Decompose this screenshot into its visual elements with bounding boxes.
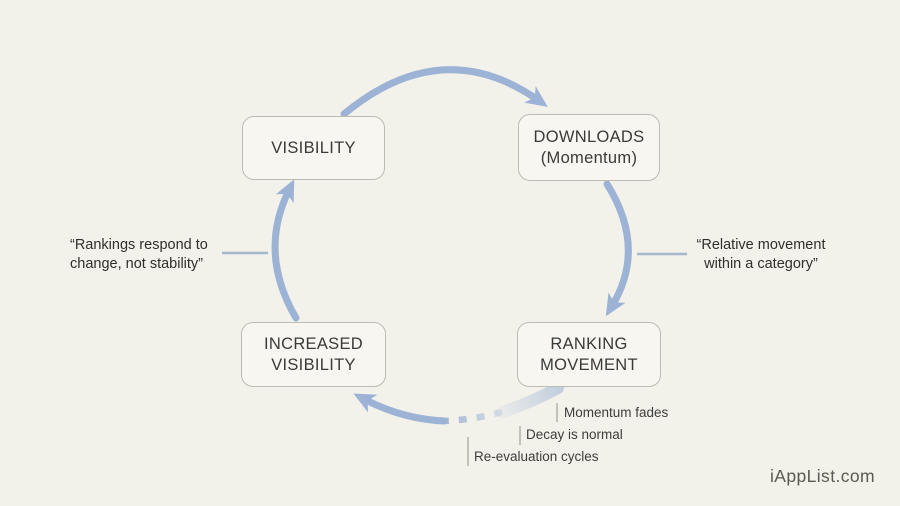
arrow-ranking-fade-segment bbox=[496, 382, 564, 418]
node-downloads: DOWNLOADS (Momentum) bbox=[518, 114, 660, 181]
arrow-increased-to-visibility bbox=[271, 179, 300, 322]
node-increased-visibility: INCREASED VISIBILITY bbox=[241, 322, 386, 387]
annotation-rankings-respond: “Rankings respond to change, not stabili… bbox=[70, 236, 208, 273]
node-visibility: VISIBILITY bbox=[242, 116, 385, 180]
watermark: iAppList.com bbox=[770, 466, 875, 486]
annotation-relative-movement: “Relative movement within a category” bbox=[690, 236, 832, 273]
note-decay-is-normal: Decay is normal bbox=[526, 427, 623, 442]
annotation-right-line2: within a category” bbox=[704, 255, 818, 272]
node-increased-label-line2: VISIBILITY bbox=[271, 355, 356, 374]
node-downloads-label-line2: (Momentum) bbox=[540, 148, 638, 167]
annotation-left-line1: “Rankings respond to bbox=[70, 237, 208, 253]
arrow-downloads-to-ranking bbox=[603, 180, 632, 317]
note-momentum-fades: Momentum fades bbox=[564, 405, 669, 420]
node-ranking-label-line1: RANKING bbox=[550, 334, 628, 353]
node-increased-label-line1: INCREASED bbox=[264, 334, 363, 353]
arrow-visibility-to-downloads bbox=[340, 66, 548, 118]
node-ranking-movement: RANKING MOVEMENT bbox=[517, 322, 661, 387]
arrow-ranking-to-increased bbox=[353, 393, 448, 425]
arrow-ranking-dashed-segment bbox=[443, 408, 503, 425]
node-ranking-label-line2: MOVEMENT bbox=[540, 355, 638, 374]
note-reevaluation-cycles: Re-evaluation cycles bbox=[474, 449, 599, 464]
annotation-left-line2: change, not stability” bbox=[70, 255, 203, 272]
annotation-right-line1: “Relative movement bbox=[696, 237, 826, 253]
node-downloads-label-line1: DOWNLOADS bbox=[533, 127, 645, 146]
node-visibility-label: VISIBILITY bbox=[271, 138, 356, 157]
